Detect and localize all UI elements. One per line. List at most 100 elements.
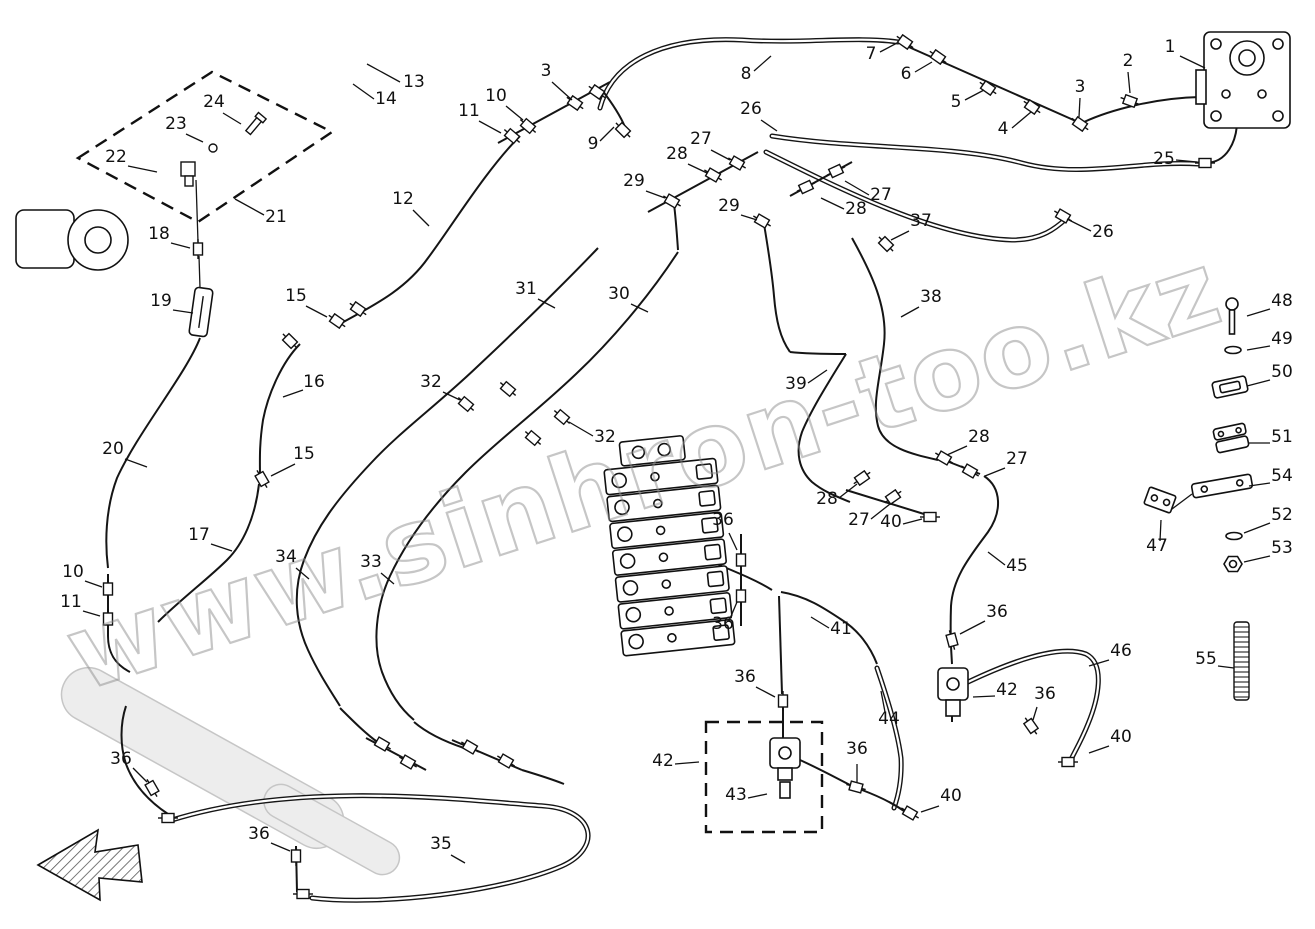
callout-leader (1246, 379, 1271, 387)
callout-label: 23 (165, 114, 187, 134)
fitting-icon (588, 83, 606, 101)
callout-label: 46 (1110, 641, 1132, 661)
fitting-icon (900, 805, 920, 821)
hose-26-upper (769, 133, 1201, 172)
bottom-cluster-line-2 (451, 739, 523, 771)
callout-leader (568, 421, 594, 437)
callout-label: 40 (940, 786, 962, 806)
cylinder-ghost (60, 666, 401, 876)
callout-leader (1243, 555, 1271, 563)
fitting-icon (457, 395, 475, 413)
callout-leader (172, 309, 194, 314)
fitting-icon (524, 429, 542, 447)
washer-49-icon (1224, 345, 1242, 355)
callout-label: 50 (1271, 362, 1293, 382)
callout-leader (305, 305, 328, 318)
callout-leader (755, 686, 776, 698)
callout-label: 14 (375, 89, 397, 109)
nut-53-icon (1223, 555, 1243, 573)
callout-leader (1066, 218, 1092, 232)
callout-leader (946, 445, 968, 456)
callout-leader (1248, 482, 1271, 487)
callout-leader (185, 133, 204, 143)
callout-label: 22 (105, 147, 127, 167)
callout-leader (366, 63, 401, 83)
callout-leader (478, 120, 502, 134)
bracket-47-icon (1143, 486, 1177, 514)
callout-label: 49 (1271, 329, 1293, 349)
fitting-icon (1195, 157, 1215, 169)
callout-label: 27 (690, 129, 712, 149)
callout-leader (1179, 55, 1206, 69)
callout-label: 29 (623, 171, 645, 191)
plate-54-icon (1190, 473, 1254, 499)
callout-leader (1159, 519, 1162, 542)
callout-leader (1088, 745, 1110, 754)
tube-16 (258, 343, 301, 477)
fitting-icon (614, 121, 632, 139)
callout-label: 3 (1075, 77, 1086, 97)
fitting-icon (979, 79, 997, 97)
callout-leader (810, 616, 830, 629)
callout-leader (753, 55, 772, 72)
callout-label: 10 (62, 562, 84, 582)
callout-leader (914, 61, 933, 73)
callout-leader (959, 620, 986, 635)
direction-arrow-icon (36, 828, 143, 902)
callout-leader (210, 543, 233, 552)
threaded-rod-55-icon (1233, 621, 1250, 701)
callout-label: 16 (303, 372, 325, 392)
callout-leader (674, 761, 700, 765)
hardware-column (1143, 297, 1254, 701)
tee-29-branch (763, 223, 847, 355)
callout-leader (920, 805, 940, 813)
fitting-icon (254, 469, 270, 489)
callout-leader (630, 303, 649, 313)
tube-31 (295, 247, 599, 707)
callout-label: 18 (148, 224, 170, 244)
bolt-48-icon (1225, 297, 1239, 335)
callout-label: 27 (848, 510, 870, 530)
callout-label: 43 (725, 785, 747, 805)
callout-leader (1088, 659, 1110, 667)
callout-label: 17 (188, 525, 210, 545)
fitting-icon (752, 213, 772, 229)
adapter-chain-top-right (901, 43, 1079, 123)
callout-label: 11 (60, 592, 82, 612)
callout-leader (728, 532, 738, 551)
fitting-icon (519, 117, 537, 135)
callout-leader (1078, 97, 1081, 118)
callout-label: 15 (285, 286, 307, 306)
pump-connector (195, 179, 201, 289)
fitting-icon (398, 754, 418, 770)
callout-label: 32 (594, 427, 616, 447)
fitting-icon (460, 739, 480, 755)
tube-17 (157, 483, 260, 623)
callout-leader (234, 198, 265, 216)
callout-label: 54 (1271, 466, 1293, 486)
callout-label: 4 (998, 119, 1009, 139)
callout-leader (1243, 522, 1271, 534)
tee-down-line (778, 595, 783, 695)
callout-leader (1246, 345, 1271, 351)
elbow-9-branch (601, 89, 626, 128)
callouts-layer: 1233456789101112131415161517181920212223… (60, 37, 1293, 864)
clamp-51-icon (1212, 422, 1250, 454)
callout-label: 7 (866, 44, 877, 64)
callout-leader (902, 518, 923, 525)
callout-label: 27 (870, 185, 892, 205)
fitting-icon (884, 488, 902, 506)
plate-50-icon (1211, 375, 1249, 399)
callout-label: 31 (515, 279, 537, 299)
fitting-icon (158, 812, 178, 824)
callout-label: 20 (102, 439, 124, 459)
callout-label: 36 (110, 749, 132, 769)
callout-label: 1 (1165, 37, 1176, 57)
callout-leader (710, 149, 731, 161)
callout-label: 38 (920, 287, 942, 307)
control-valve-block (603, 435, 736, 657)
kit-21-dashed-box (75, 70, 335, 224)
callout-label: 28 (816, 489, 838, 509)
fitting-icon (1120, 93, 1140, 109)
